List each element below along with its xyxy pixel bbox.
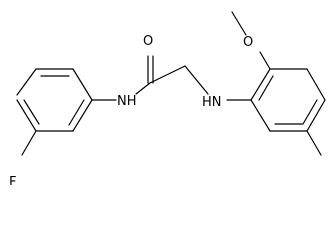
methoxy-methylphenyl-ring bbox=[250, 68, 326, 132]
ring2-bond bbox=[306, 68, 326, 101]
ring1-double-bond bbox=[23, 99, 40, 125]
methoxy-oxygen-label: O bbox=[243, 35, 253, 50]
carbonyl-oxygen-label: O bbox=[143, 34, 153, 49]
ring1-bond bbox=[72, 99, 93, 132]
o-methyl-bond bbox=[231, 11, 247, 36]
amine-hn-label: HN bbox=[202, 95, 222, 110]
nh-carbonyl-bond bbox=[135, 82, 151, 95]
ring1-double-bond bbox=[68, 99, 85, 126]
ring2-bond bbox=[306, 99, 326, 132]
ring2-double-bond bbox=[302, 99, 318, 125]
chemical-structure-diagram: F NH O HN O bbox=[9, 11, 326, 185]
ring1-bond bbox=[16, 99, 37, 132]
ring-o-bond bbox=[259, 51, 271, 70]
c-f-bond bbox=[21, 130, 37, 156]
fluorophenyl-ring bbox=[16, 68, 93, 132]
ring1-bond bbox=[72, 68, 93, 101]
ring2-bond bbox=[250, 68, 271, 101]
ch2-hn-bond bbox=[184, 65, 209, 95]
fluorine-atom-label: F bbox=[9, 175, 16, 185]
ring-methyl-bond bbox=[306, 130, 322, 156]
ring2-bond bbox=[250, 99, 271, 132]
amide-nh-label: NH bbox=[117, 94, 137, 109]
ring2-double-bond bbox=[258, 75, 274, 101]
carbonyl-ch2-bond bbox=[149, 65, 186, 84]
ring1-bond bbox=[16, 68, 37, 96]
